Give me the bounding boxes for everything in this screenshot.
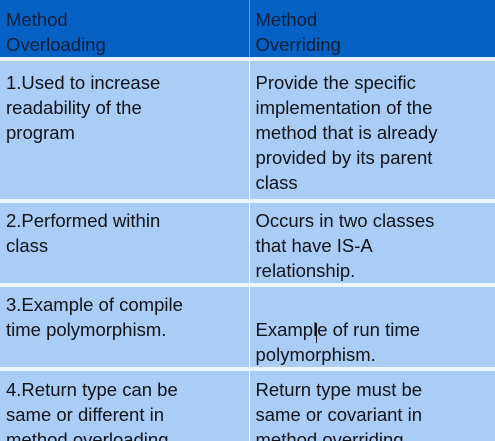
table-row: 2.Performed within class Occurs in two c… <box>0 201 495 287</box>
table-row: 4.Return type can be same or different i… <box>0 369 495 441</box>
header-method-overriding: Method Overriding <box>249 0 495 61</box>
cell-overriding-implementation[interactable]: Provide the specific implementation of t… <box>249 59 495 203</box>
cell-overloading-within-class[interactable]: 2.Performed within class <box>0 201 250 287</box>
cell-overloading-readability[interactable]: 1.Used to increase readability of the pr… <box>0 59 250 203</box>
header-row: Method Overloading Method Overriding <box>0 0 495 61</box>
cell-overriding-return-type[interactable]: Return type must be same or covariant in… <box>249 369 495 441</box>
text-cursor <box>316 323 317 343</box>
cell-overriding-two-classes[interactable]: Occurs in two classes that have IS-A rel… <box>249 201 495 287</box>
table-row: 3.Example of compile time polymorphism. … <box>0 285 495 371</box>
cell-overriding-run-time-text: Example of run time polymorphism. <box>255 319 421 365</box>
cell-overloading-return-type[interactable]: 4.Return type can be same or different i… <box>0 369 250 441</box>
cell-overloading-compile-time[interactable]: 3.Example of compile time polymorphism. <box>0 285 250 371</box>
table-row: 1.Used to increase readability of the pr… <box>0 59 495 203</box>
header-method-overloading: Method Overloading <box>0 0 250 61</box>
cell-overriding-run-time[interactable]: Example of run time polymorphism. <box>249 285 495 371</box>
